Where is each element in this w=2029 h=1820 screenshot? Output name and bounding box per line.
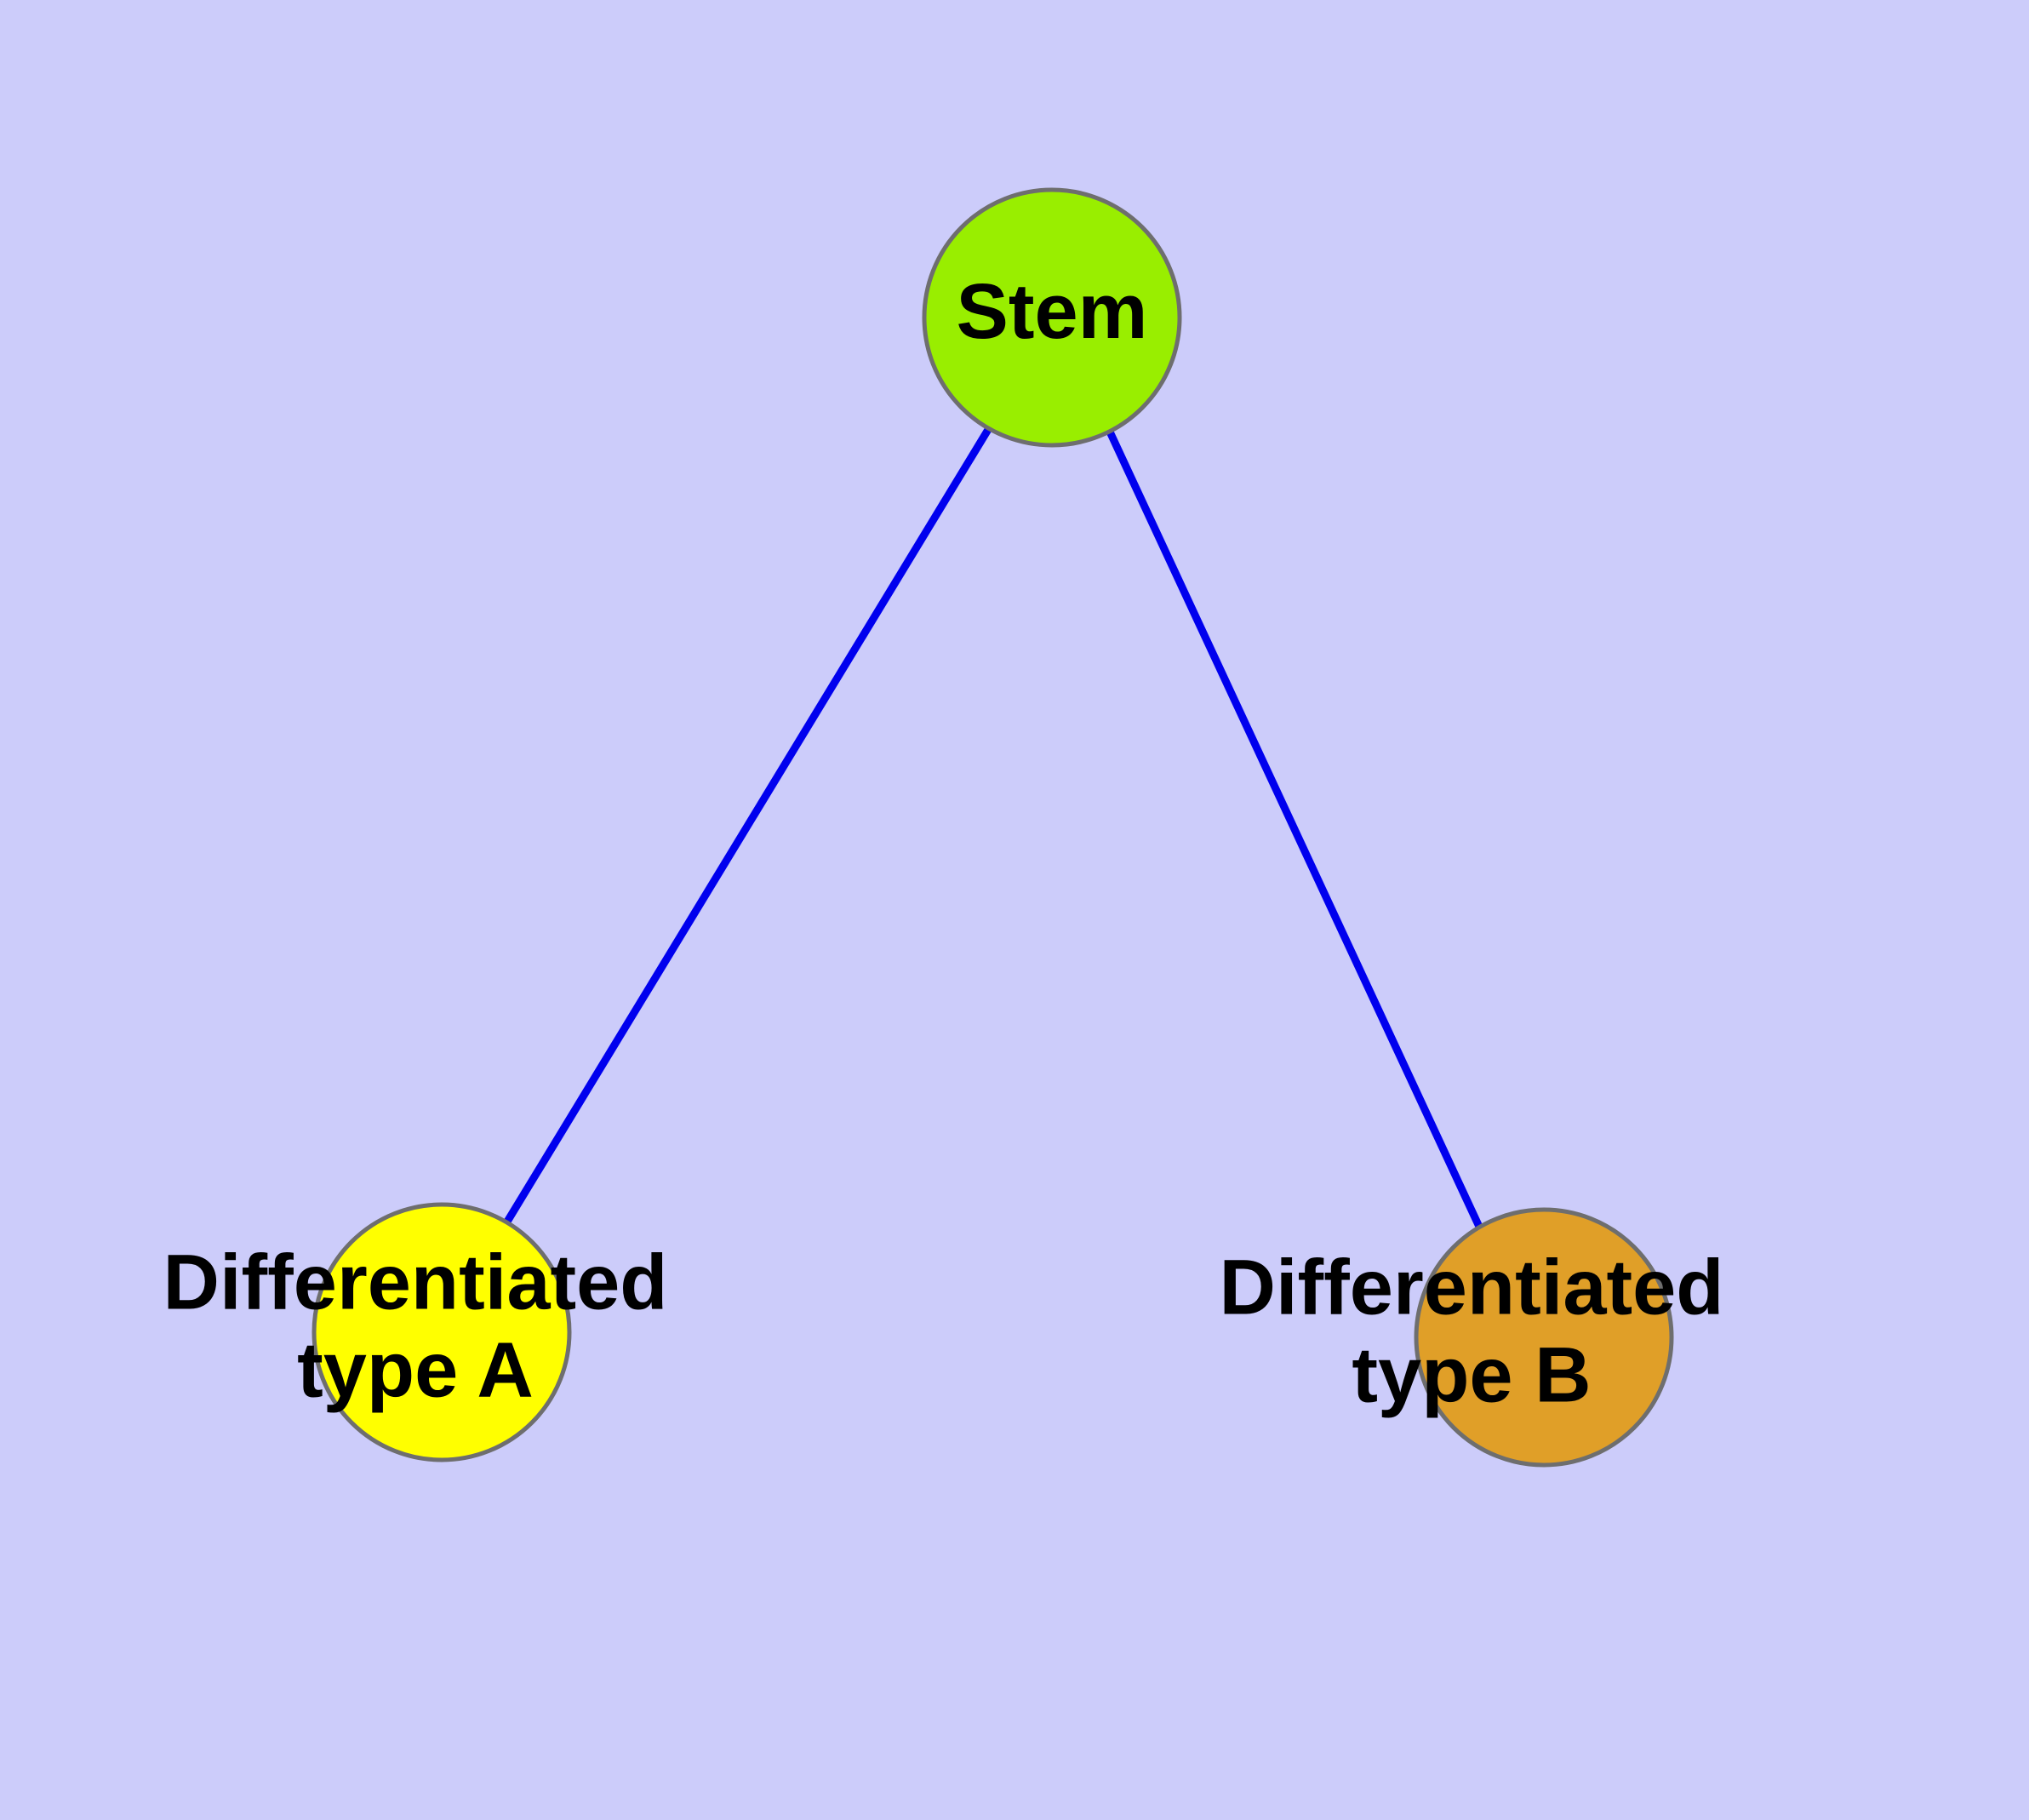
node-label-line: Differentiated (163, 1239, 668, 1326)
node-stem[interactable] (922, 187, 1182, 448)
node-diff_a[interactable] (311, 1202, 572, 1462)
edge-stem-to-a[interactable] (504, 426, 992, 1224)
node-label-stem: Stem (957, 268, 1148, 355)
node-diff_b[interactable] (1414, 1207, 1674, 1468)
node-label-line: Differentiated (1220, 1245, 1724, 1331)
nodes-layer (311, 187, 1674, 1468)
edge-stem-to-b[interactable] (1105, 428, 1483, 1228)
edges-layer (504, 426, 1483, 1228)
node-label-line: Stem (957, 268, 1148, 355)
node-label-line: type B (1352, 1332, 1591, 1419)
node-label-line: type A (297, 1327, 534, 1414)
